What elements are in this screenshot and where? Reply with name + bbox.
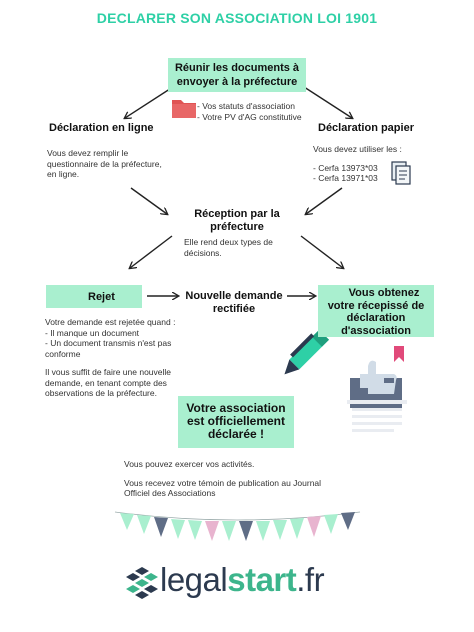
documents-icon (391, 161, 411, 185)
reception-title: Réception par la préfecture (185, 208, 289, 234)
reception-title-line1: Réception par la (194, 208, 280, 220)
arrow-to-reject (130, 235, 173, 268)
bookmark-icon (394, 346, 404, 362)
logo-text-start: start (227, 561, 297, 598)
online-text-line3: en ligne. (47, 169, 80, 179)
accepted-line3: déclaration (346, 312, 406, 324)
online-text-line2: questionnaire de la préfecture, (47, 158, 162, 169)
step-gather-title-line2: envoyer à la préfecture (176, 76, 298, 88)
step-gather-documents-box: Réunir les documents à envoyer à la préf… (168, 58, 306, 92)
accepted-line4: d'association (341, 324, 411, 337)
final-text-publication-line1: Vous recevez votre témoin de publication… (124, 477, 322, 488)
reject-text: Votre demande est rejetée quand : - Il m… (45, 317, 185, 399)
reject-text-line: observations de la préfecture. (45, 388, 157, 398)
paper-item-cerfa-13973: - Cerfa 13973*03 (313, 162, 378, 173)
final-text-activities: Vous pouvez exercer vos activités. (124, 459, 255, 469)
new-request-line2: rectifiée (212, 303, 256, 315)
declared-line1: Votre association (186, 401, 286, 415)
step-gather-title-line1: Réunir les documents à (174, 62, 300, 74)
online-declaration-title: Déclaration en ligne (49, 122, 154, 134)
paper-declaration-text: Vous devez utiliser les : - Cerfa 13973*… (313, 144, 402, 184)
accepted-box: Vous obtenez votre récepissé de déclarat… (318, 285, 434, 337)
paper-item-cerfa-13971: - Cerfa 13971*03 (313, 173, 378, 183)
page-title: DECLARER SON ASSOCIATION LOI 1901 (96, 10, 378, 26)
arrow-to-paper (300, 84, 352, 118)
reject-text-line: demande, en tenant compte des (45, 377, 167, 388)
logo-text-fr: .fr (296, 561, 325, 598)
documents-item-pv: - Votre PV d'AG constitutive (197, 111, 302, 122)
reject-text-line: - Un document transmis n'est pas (45, 338, 172, 348)
bunting-flags (114, 511, 361, 541)
logo-icon (126, 567, 158, 599)
reject-text-line: - Il manque un document (45, 327, 140, 338)
declared-line2: est officiellement (186, 414, 286, 428)
folder-icon (172, 100, 196, 118)
legalstart-logo: legalstart.fr (160, 561, 325, 598)
reject-text-line: Votre demande est rejetée quand : (45, 317, 176, 327)
reception-text-line1: Elle rend deux types de (184, 237, 273, 247)
declared-box: Votre association est officiellement déc… (178, 396, 294, 448)
reject-box: Rejet (46, 285, 142, 308)
declared-line3: déclarée ! (207, 427, 265, 441)
reception-text-line2: décisions. (184, 247, 222, 258)
arrow-to-online (125, 84, 177, 118)
arrow-paper-to-reception (306, 187, 343, 214)
final-text-publication-line2: Officiel des Associations (124, 488, 216, 498)
reception-text: Elle rend deux types de décisions. (184, 237, 273, 258)
accepted-line2: votre récepissé de (327, 299, 425, 312)
paper-declaration-title: Déclaration papier (318, 122, 414, 134)
reject-text-line: Il vous suffit de faire une nouvelle (45, 367, 172, 377)
reject-label: Rejet (88, 291, 115, 303)
thumbs-up-icon (347, 360, 407, 432)
reception-title-line2: préfecture (210, 221, 264, 233)
documents-item-statuts: - Vos statuts d'association (197, 101, 296, 111)
final-text: Vous pouvez exercer vos activités. Vous … (124, 459, 384, 499)
reject-text-line: conforme (45, 348, 81, 359)
paper-text-intro: Vous devez utiliser les : (313, 144, 402, 154)
pencil-icon (284, 329, 329, 375)
reject-text-line (45, 359, 185, 367)
online-declaration-text: Vous devez remplir le questionnaire de l… (47, 148, 162, 180)
online-text-line1: Vous devez remplir le (47, 148, 129, 158)
arrow-to-accepted (300, 235, 343, 268)
arrow-online-to-reception (130, 187, 167, 214)
logo-text-legal: legal (160, 561, 228, 598)
new-request-line1: Nouvelle demande (185, 290, 283, 302)
documents-list: - Vos statuts d'association - Votre PV d… (197, 101, 302, 122)
new-request-label: Nouvelle demande rectifiée (182, 290, 286, 316)
accepted-line1: Vous obtenez (348, 287, 420, 299)
